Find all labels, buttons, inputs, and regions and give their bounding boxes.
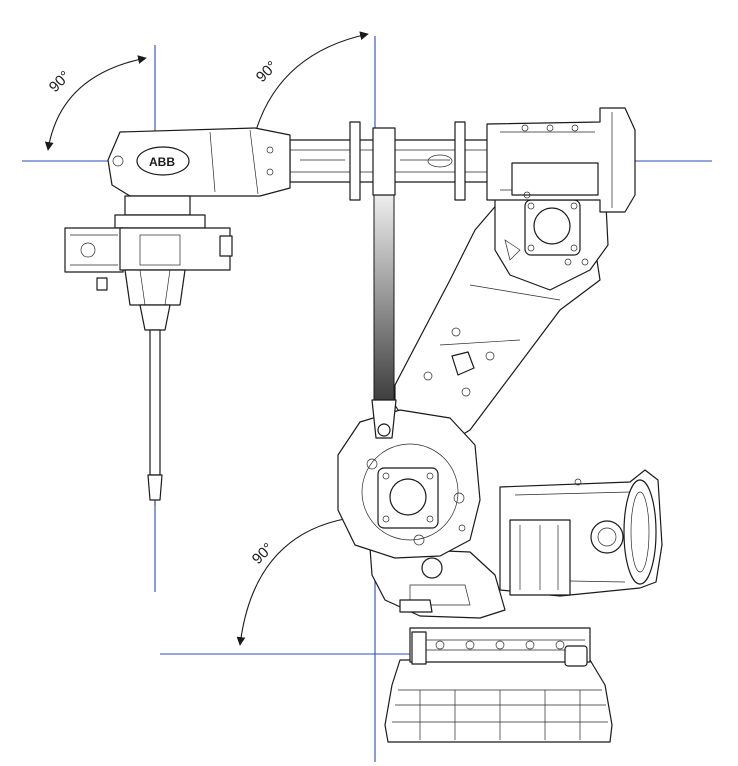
angle-arc-lower-arm — [236, 512, 367, 646]
abb-logo: ABB — [149, 155, 175, 169]
lower-frame — [369, 547, 506, 619]
axis1-motor — [499, 469, 663, 597]
parallel-rod — [371, 174, 397, 439]
axis4-motor — [486, 107, 636, 213]
angle-label-lower-arm: 90° — [249, 540, 277, 568]
axis3-joint — [494, 187, 609, 291]
axis2-joint — [337, 409, 481, 559]
tool-assembly — [64, 195, 233, 331]
robot-base — [384, 627, 613, 743]
angle-arc-wrist — [44, 55, 147, 151]
wrist-housing: ABB — [107, 127, 291, 197]
angle-label-upper-arm: 90° — [253, 58, 281, 86]
angle-arcs — [44, 31, 369, 646]
tool-spindle — [147, 329, 163, 506]
forearm — [289, 121, 491, 201]
angle-label-wrist: 90° — [46, 68, 74, 96]
